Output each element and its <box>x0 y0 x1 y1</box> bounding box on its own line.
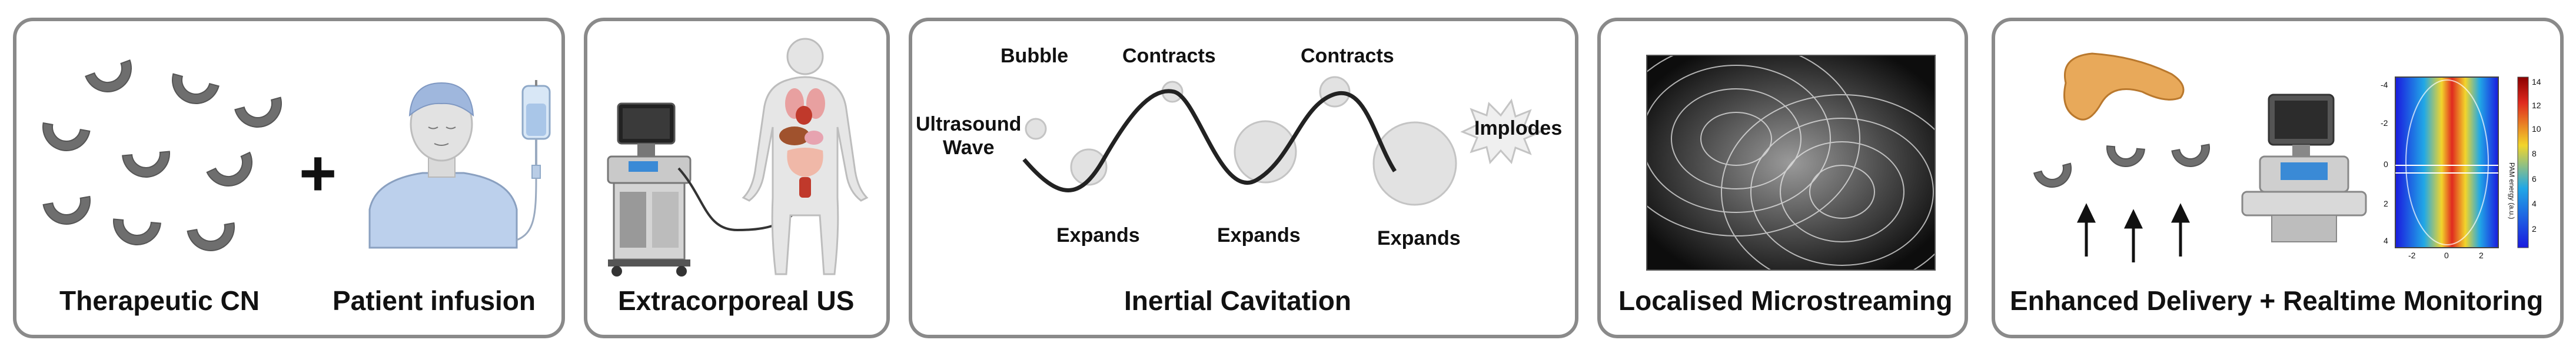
panel-inertial-cavitation: Bubble Contracts Contracts Ultrasound Wa… <box>909 18 1578 338</box>
label-contracts-2: Contracts <box>1301 45 1394 67</box>
heatmap-y-tick: -4 <box>2381 80 2388 89</box>
label-enhanced-delivery: Enhanced Delivery + Realtime Monitoring <box>2010 285 2544 316</box>
cn-particle <box>187 222 235 251</box>
heatmap-x-tick: 0 <box>2444 251 2449 260</box>
panel-therapeutic-cn: + Therapeutic CN Patient infusion <box>13 18 565 338</box>
heatmap-y-tick: 4 <box>2384 236 2388 245</box>
label-expands-2: Expands <box>1217 224 1301 247</box>
label-expands-3: Expands <box>1377 227 1461 249</box>
pancreas-illustration <box>2063 52 2185 121</box>
cn-particle <box>42 122 91 151</box>
label-contracts-1: Contracts <box>1122 45 1216 67</box>
label-therapeutic-cn: Therapeutic CN <box>59 285 260 316</box>
cn-particle <box>2106 145 2145 167</box>
heatmap-x-tick: -2 <box>2408 251 2416 260</box>
cn-particle <box>206 151 252 187</box>
label-patient-infusion: Patient infusion <box>333 285 536 316</box>
pam-heatmap <box>2395 76 2499 248</box>
ultrasound-wave <box>1022 89 1397 192</box>
cn-particle <box>2171 144 2210 167</box>
label-implodes: Implodes <box>1474 117 1563 139</box>
cn-particle <box>234 96 282 128</box>
ultrasound-system-illustration <box>607 38 869 277</box>
heatmap-x-tick: 2 <box>2479 251 2484 260</box>
microstreaming-image <box>1646 55 1936 271</box>
colorbar-tick: 8 <box>2532 149 2537 158</box>
colorbar-tick: 2 <box>2532 224 2537 234</box>
panel-enhanced-delivery: -4 -2 0 2 4 -2 0 2 14 12 10 8 6 4 2 PAM … <box>1992 18 2564 338</box>
heatmap-y-tick: 0 <box>2384 159 2388 169</box>
pam-colorbar <box>2517 76 2529 248</box>
colorbar-tick: 10 <box>2532 124 2541 134</box>
heatmap-y-tick: -2 <box>2381 118 2388 128</box>
label-localised-microstreaming: Localised Microstreaming <box>1618 285 1953 316</box>
label-bubble: Bubble <box>1001 45 1069 67</box>
label-ultrasound-wave: Ultrasound Wave <box>916 113 1022 159</box>
label-inertial-cavitation: Inertial Cavitation <box>1124 285 1351 316</box>
bubble-expanded <box>1372 121 1457 206</box>
delivery-monitoring-illustration <box>2033 52 2529 262</box>
patient-illustration <box>368 80 551 249</box>
cn-particle <box>85 59 132 92</box>
cn-particle <box>42 195 91 225</box>
panel-extracorporeal-us: Extracorporeal US <box>584 18 890 338</box>
colorbar-tick: 6 <box>2532 174 2537 184</box>
panel-localised-microstreaming: Localised Microstreaming <box>1597 18 1968 338</box>
colorbar-label: PAM energy (a.u.) <box>2508 162 2516 219</box>
colorbar-tick: 4 <box>2532 199 2537 208</box>
cn-particle <box>2033 162 2072 188</box>
implosion-burst-icon <box>1460 98 1544 165</box>
ultrasound-monitor-illustration <box>2241 94 2367 242</box>
label-expands-1: Expands <box>1056 224 1140 247</box>
cn-particle <box>172 73 220 104</box>
plus-sign: + <box>299 137 337 209</box>
colorbar-tick: 14 <box>2532 77 2541 86</box>
cn-particle <box>122 151 170 178</box>
upward-arrow-icons <box>2077 203 2190 262</box>
colorbar-tick: 12 <box>2532 101 2541 110</box>
cn-particles-illustration <box>42 59 551 251</box>
bubble-expanded <box>1234 120 1297 184</box>
cn-particle <box>113 218 161 245</box>
bubble-initial <box>1025 118 1047 140</box>
heatmap-y-tick: 2 <box>2384 199 2388 208</box>
bubble-expanded <box>1070 148 1108 186</box>
cavitation-wave-diagram <box>1022 76 1544 206</box>
label-extracorporeal-us: Extracorporeal US <box>618 285 855 316</box>
